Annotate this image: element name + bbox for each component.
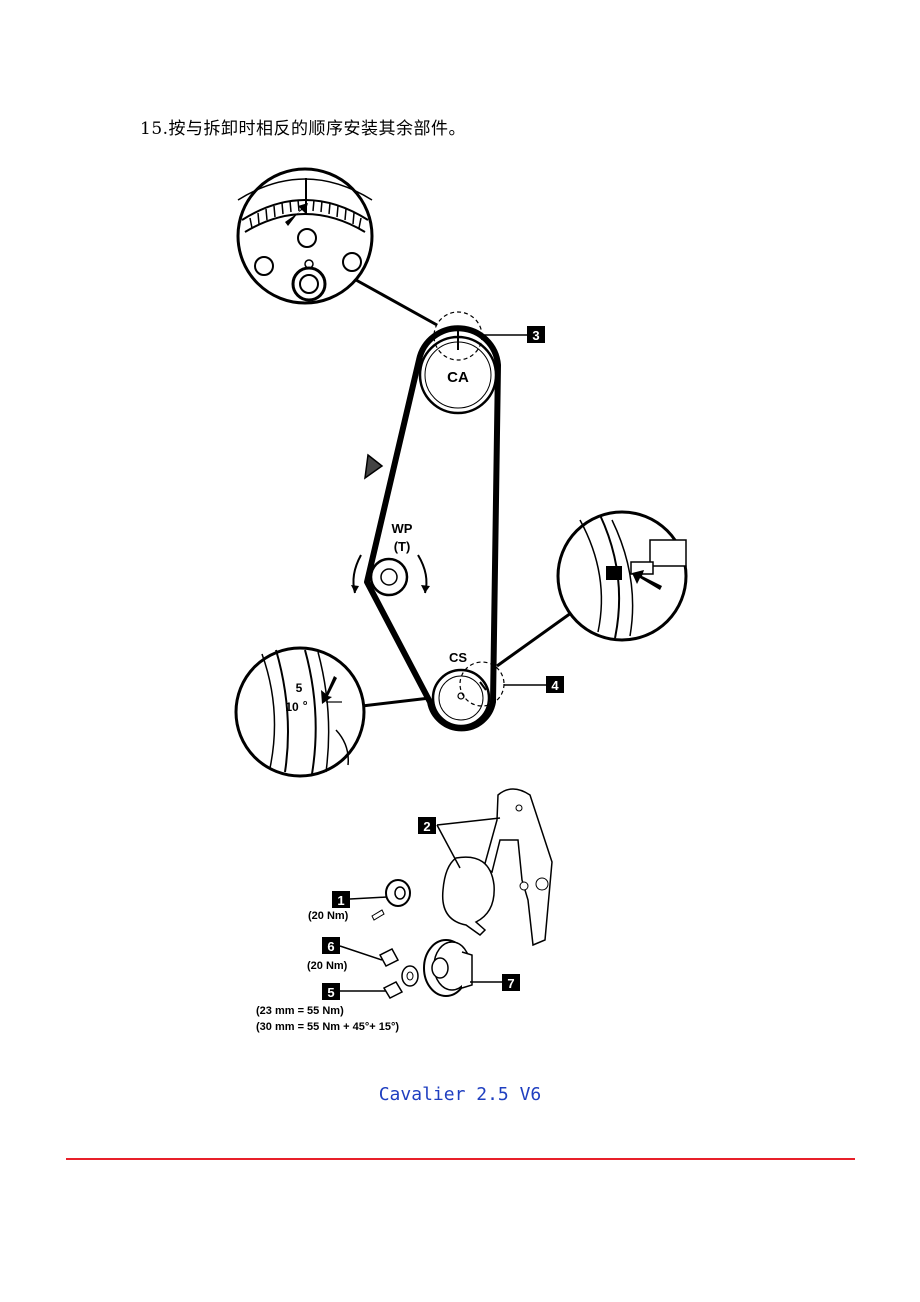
- timing-cover: [441, 788, 553, 947]
- crankshaft-sensor-inset: [556, 510, 688, 642]
- callout-4-label: 4: [551, 678, 559, 693]
- footer-divider: [66, 1158, 855, 1160]
- tensioner-label: (T): [394, 539, 411, 554]
- callout-4-badge: [546, 676, 564, 693]
- timing-mark-inset: [234, 646, 366, 778]
- camshaft-label: CA: [447, 369, 469, 386]
- timing-mark-lower: 10: [285, 700, 299, 714]
- callout-3-badge: [527, 326, 545, 343]
- crankshaft-sprocket: [423, 939, 473, 997]
- camshaft-detail-inset: [236, 167, 374, 305]
- torque-part-5-line-2: (30 mm = 55 Nm + 45°+ 15°): [256, 1021, 399, 1033]
- callout-6-label: 6: [327, 939, 334, 954]
- callout-3-label: 3: [532, 328, 539, 343]
- callout-2-label: 2: [423, 819, 430, 834]
- water-pump-label: WP: [392, 521, 413, 536]
- timing-mark-upper: 5: [296, 681, 303, 695]
- belt-direction-arrow-icon: [364, 453, 384, 480]
- callout-7-label: 7: [507, 976, 514, 991]
- callout-1-badge: [332, 891, 350, 908]
- crankshaft-label: CS: [449, 650, 467, 665]
- callout-7-badge: [502, 974, 520, 991]
- callout-6-badge: [322, 937, 340, 954]
- torque-part-1: (20 Nm): [308, 910, 349, 922]
- callout-1-label: 1: [337, 893, 344, 908]
- timing-arrow-icon: [321, 676, 337, 704]
- crankshaft-pulley: [431, 661, 505, 728]
- sensor-arrow-icon: [632, 570, 662, 590]
- idler-pulley: [371, 879, 411, 921]
- callout-5-label: 5: [327, 985, 334, 1000]
- camshaft-pulley: [418, 311, 498, 415]
- figure-caption: Cavalier 2.5 V6: [378, 1084, 542, 1105]
- water-pump-pulley: [351, 554, 430, 597]
- torque-part-6: (20 Nm): [307, 960, 348, 972]
- callout-2-badge: [418, 817, 436, 834]
- degree-symbol-10: o: [303, 700, 307, 707]
- torque-part-5-line-1: (23 mm = 55 Nm): [256, 1005, 344, 1017]
- callout-5-badge: [322, 983, 340, 1000]
- alignment-arrow-icon: [285, 203, 308, 226]
- step-instruction: 15.按与拆卸时相反的顺序安装其余部件。: [140, 119, 467, 139]
- timing-belt: [364, 325, 501, 732]
